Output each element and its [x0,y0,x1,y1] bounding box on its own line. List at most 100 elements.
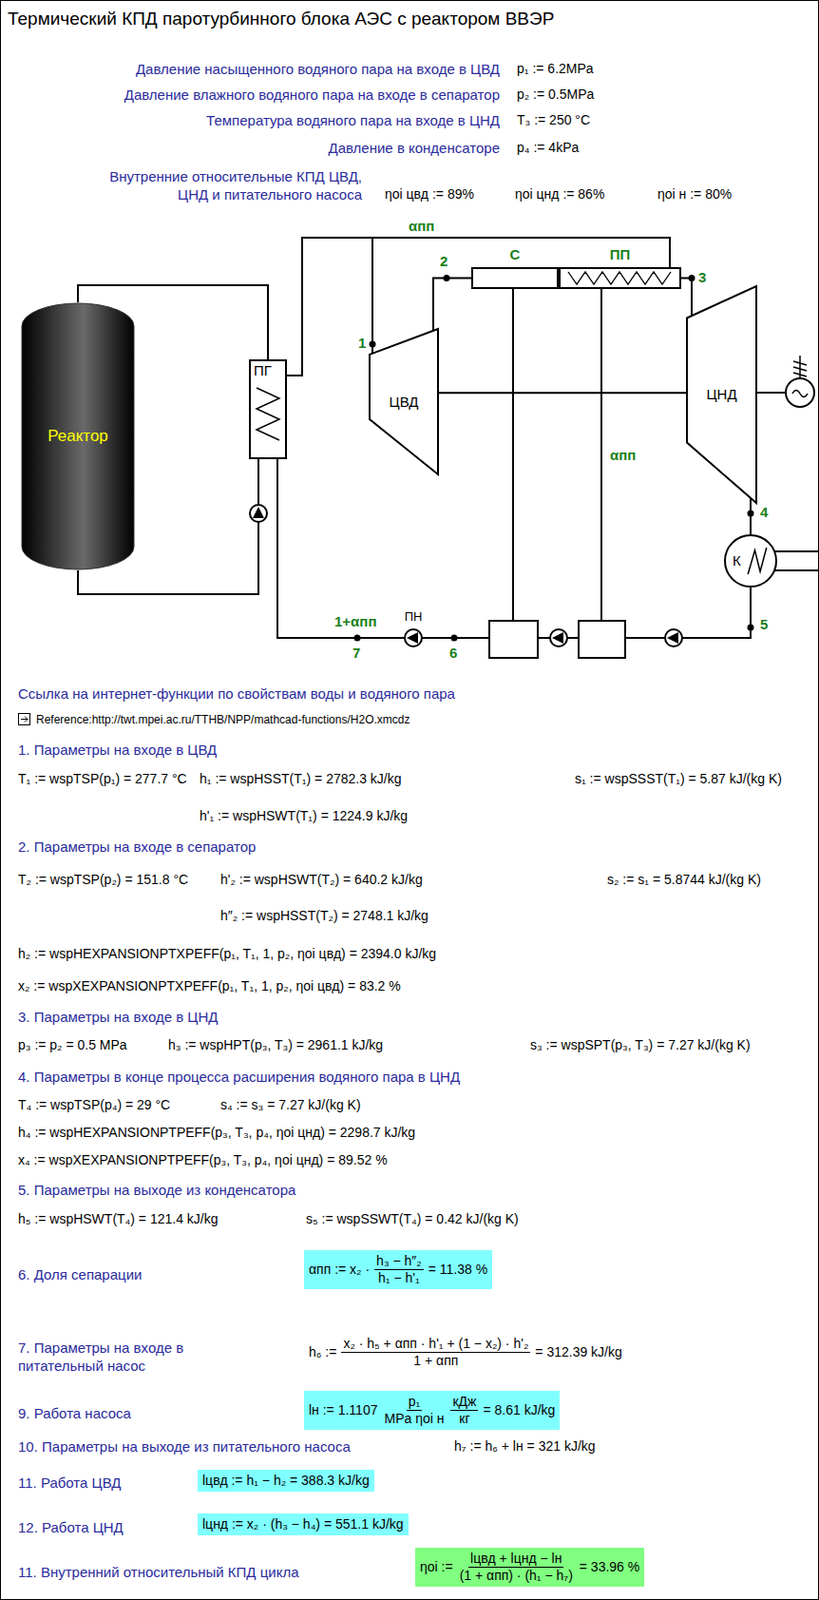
formula-result-box: lн := 1.1107p₁MPa ηoi нкДжкг= 8.61 kJ/kg [304,1390,560,1429]
math-expression: s₁ := wspSSST(T₁) = 5.87 kJ/(kg K) [574,770,782,787]
section-heading: 3. Параметры на входе в ЦНД [18,1008,218,1025]
input-label: Внутренние относительные КПД ЦВД, ЦНД и … [76,167,362,204]
reheater: ПП [558,266,682,289]
node-label: К [732,552,742,570]
math-expression: lцнд := x₂ · (h₃ − h₄) = 551.1 kJ/kg [202,1515,404,1532]
point-label: αпп [609,446,636,463]
math-expression: = 8.61 kJ/kg [482,1401,555,1418]
math-expression: h'₁ := wspHSWT(T₁) = 1224.9 kJ/kg [199,807,408,824]
separator: С [471,266,559,289]
math-expression: x₄ := wspXEXPANSIONPTPEFF(p₃, T₃, p₄, ηo… [18,1151,388,1168]
pipe-connector [438,391,686,394]
point-label: 7 [352,644,361,661]
fraction: lцвд + lцнд − lн(1 + αпп) · (h₁ − h₇) [457,1549,575,1583]
section-heading: 6. Доля сепарации [18,1265,142,1282]
math-expression: p₄ := 4kPa [516,139,579,156]
pipe-connector [277,458,405,638]
reference-link: Reference:http://twt.mpei.ac.ru/TTHB/NPP… [36,711,410,728]
math-expression: T₄ := wspTSP(p₄) = 29 °C [18,1096,171,1113]
math-expression: h″₂ := wspHSST(T₂) = 2748.1 kJ/kg [220,907,429,924]
math-expression: T₃ := 250 °C [516,112,591,129]
math-expression: ηoi цвд := 89% [384,186,475,203]
math-expression: h₆ := [308,1343,337,1360]
math-expression: lцвд := h₁ − h₂ = 388.3 kJ/kg [202,1471,370,1488]
hp-turbine: ЦВД [368,327,439,476]
formula-result-box: ηoi :=lцвд + lцнд − lн(1 + αпп) · (h₁ − … [415,1546,645,1586]
lp-turbine: ЦНД [685,285,758,504]
math-expression: s₅ := wspSSWT(T₄) = 0.42 kJ/(kg K) [305,1210,519,1227]
point-label: 5 [760,615,768,632]
math-expression: h₇ := h₆ + lн = 321 kJ/kg [454,1437,596,1454]
math-expression: = 33.96 % [579,1558,640,1575]
formula-box: h₆ :=x₂ · h₅ + αпп · h'₁ + (1 − x₂) · h'… [304,1332,628,1372]
node-label: Реактор [47,427,109,445]
feed-pump: ПН [402,609,425,648]
math-expression: h₄ := wspHEXPANSIONPTPEFF(p₃, T₃, p₄, ηo… [18,1123,416,1141]
point-label: 2 [439,252,448,269]
node-label: ЦВД [389,393,420,411]
fraction-denominator: (1 + αпп) · (h₁ − h₇) [457,1566,575,1583]
math-expression: h₁ := wspHSST(T₁) = 2782.3 kJ/kg [199,770,402,787]
math-expression: p₂ := 0.5MPa [516,86,594,103]
math-expression: ηoi цнд := 86% [514,186,605,203]
node-shape [723,533,778,588]
math-expression: p₃ := p₂ = 0.5 MPa [18,1036,128,1053]
point-label: 1+αпп [334,612,377,629]
reactor-vessel: Реактор [20,302,135,571]
point-label: 6 [449,644,458,661]
math-expression: αпп := x₂ · [308,1260,370,1277]
page-title: Термический КПД паротурбинного блока АЭС… [7,7,554,31]
math-expression: = 11.38 % [428,1260,488,1277]
math-expression: = 312.39 kJ/kg [534,1343,622,1360]
section-heading: 11. Внутренний относительный КПД цикла [18,1562,300,1580]
node-shape [560,268,680,287]
section-heading: 4. Параметры в конце процесса расширения… [18,1067,460,1085]
section-heading: 5. Параметры на выходе из конденсатора [18,1180,296,1198]
math-expression: s₃ := wspSPT(p₃, T₃) = 7.27 kJ/(kg K) [530,1036,751,1053]
math-expression: h₅ := wspHSWT(T₄) = 121.4 kJ/kg [18,1210,219,1227]
section-heading: 11. Работа ЦВД [18,1473,122,1490]
math-expression: T₂ := wspTSP(p₂) = 151.8 °C [18,871,189,888]
math-expression: s₂ := s₁ = 5.8744 kJ/(kg K) [607,871,762,888]
fraction-denominator: MPa ηoi н [381,1409,446,1427]
input-label: Давление насыщенного водяного пара на вх… [135,60,500,77]
pump-triangles [252,506,679,644]
input-label: Давление в конденсаторе [327,139,500,156]
fraction-denominator: h₁ − h'₁ [376,1269,422,1286]
math-expression: s₄ := s₃ = 7.27 kJ/(kg K) [220,1096,362,1113]
node-label: ПП [609,246,631,264]
formula-result-box: lцвд := h₁ − h₂ = 388.3 kJ/kg [197,1468,375,1491]
point-label: 4 [760,503,768,520]
math-expression: lн := 1.1107 [308,1401,378,1418]
section-heading: 2. Параметры на входе в сепаратор [18,838,256,855]
fraction: кДжкг [450,1392,478,1427]
fraction-numerator: lцвд + lцнд − lн [468,1549,564,1567]
pipe-connector [433,278,472,331]
section-heading: Ссылка на интернет-функции по свойствам … [18,685,456,702]
section-heading: 12. Работа ЦНД [18,1518,124,1535]
node-label: ЦНД [705,385,737,403]
pipe-connector [681,278,692,316]
section-heading: 1. Параметры на входе в ЦВД [18,741,217,758]
fraction-denominator: 1 + αпп [411,1352,460,1369]
fraction: p₁MPa ηoi н [381,1392,446,1427]
formula-result-box: αпп := x₂ ·h₃ − h″₂h₁ − h'₁= 11.38 % [304,1249,493,1289]
math-expression: T₁ := wspTSP(p₁) = 277.7 °C [18,770,188,787]
math-expression: p₁ := 6.2MPa [516,60,594,77]
fraction-numerator: кДж [450,1392,478,1410]
fraction: h₃ − h″₂h₁ − h'₁ [374,1252,424,1286]
math-expression: h'₂ := wspHSWT(T₂) = 640.2 kJ/kg [220,871,423,888]
section-heading: 7. Параметры на входе в питательный насо… [18,1337,209,1374]
math-expression: h₃ := wspHPT(p₃, T₃) = 2961.1 kJ/kg [168,1036,383,1053]
point-label: 3 [698,268,706,286]
section-heading: 9. Работа насоса [18,1404,132,1421]
point-label: 1 [358,334,366,351]
pipe-connector [286,237,670,376]
fraction-numerator: h₃ − h″₂ [374,1252,424,1270]
point-label: αпп [408,217,435,234]
pipe-connector [286,237,373,376]
fraction-numerator: x₂ · h₅ + αпп · h'₁ + (1 − x₂) · h'₂ [341,1334,531,1353]
fraction-denominator: кг [457,1409,472,1427]
fraction: x₂ · h₅ + αпп · h'₁ + (1 − x₂) · h'₂1 + … [341,1334,531,1369]
